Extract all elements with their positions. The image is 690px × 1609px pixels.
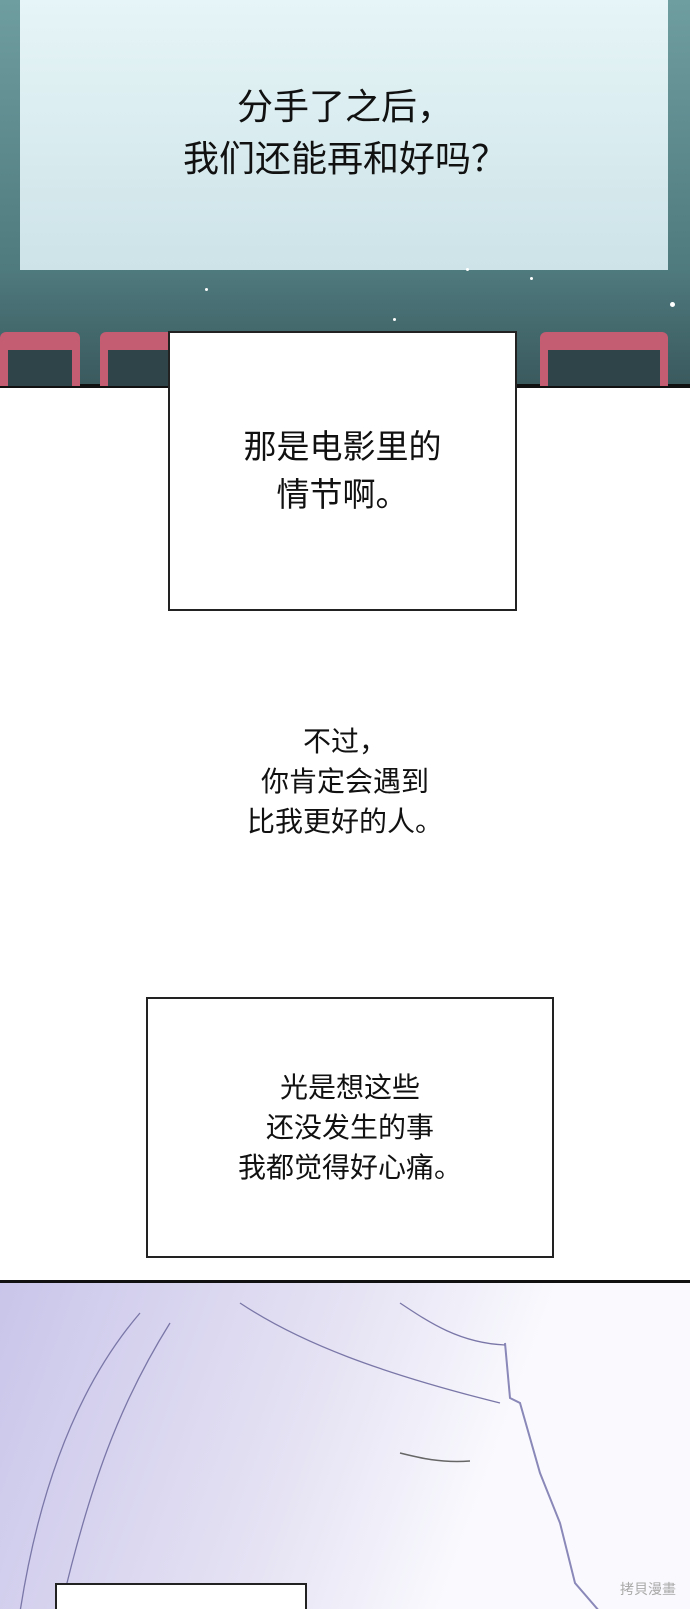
caption-text: 那是电影里的 情节啊。 — [243, 427, 442, 514]
movie-screen — [20, 0, 668, 270]
caption-box-3 — [55, 1583, 307, 1609]
sparkle — [466, 268, 469, 271]
caption-box-2: 光是想这些 还没发生的事 我都觉得好心痛。 — [146, 997, 554, 1258]
screen-caption: 分手了之后， 我们还能再和好吗？ — [182, 87, 507, 180]
narration-text: 不过， 你肯定会遇到 比我更好的人。 — [246, 725, 443, 838]
sparkle — [205, 288, 208, 291]
caption-box-1: 那是电影里的 情节啊。 — [168, 331, 517, 611]
seat — [0, 332, 80, 386]
face-lineart — [19, 1302, 599, 1609]
caption-text: 光是想这些 还没发生的事 我都觉得好心痛。 — [237, 1070, 462, 1184]
cinema-panel: 分手了之后， 我们还能再和好吗？ — [0, 0, 690, 388]
character-face-panel: 拷貝漫畫 — [0, 1280, 690, 1609]
sparkle — [670, 302, 675, 307]
seat — [100, 332, 180, 386]
sparkle — [530, 277, 533, 280]
watermark: 拷貝漫畫 — [620, 1582, 676, 1598]
sparkle — [393, 318, 396, 321]
seat — [540, 332, 668, 386]
